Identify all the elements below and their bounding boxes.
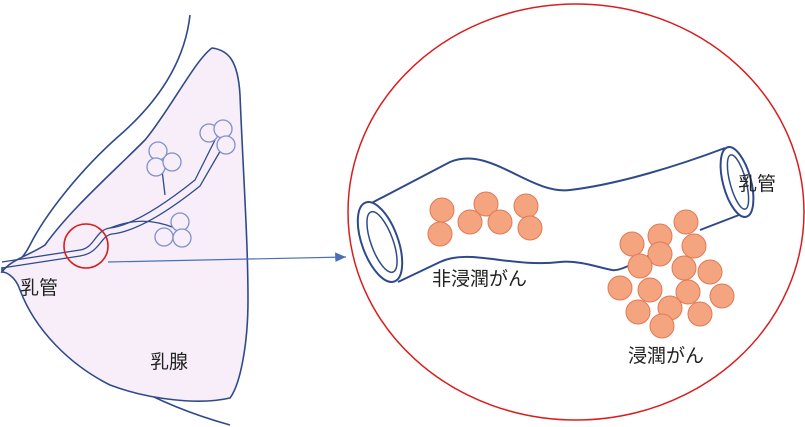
milk-duct-magnified — [356, 146, 755, 283]
invasive-cells — [607, 209, 735, 339]
zoom-circle — [347, 3, 805, 421]
label-invasive: 浸潤がん — [628, 345, 704, 367]
milk-duct-left — [1, 139, 223, 269]
breast-cross-section: 乳管 乳腺 — [0, 14, 347, 426]
magnifier-circle — [63, 223, 109, 269]
non-invasive-cells — [427, 191, 543, 247]
label-gland: 乳腺 — [150, 351, 188, 373]
lobules — [146, 119, 236, 248]
label-duct-left: 乳管 — [20, 277, 58, 299]
zoom-arrow — [107, 252, 347, 263]
magnified-view: 非浸潤がん 乳管 浸潤がん — [347, 3, 805, 421]
label-duct-right: 乳管 — [738, 173, 776, 195]
label-non-invasive: 非浸潤がん — [432, 268, 527, 290]
